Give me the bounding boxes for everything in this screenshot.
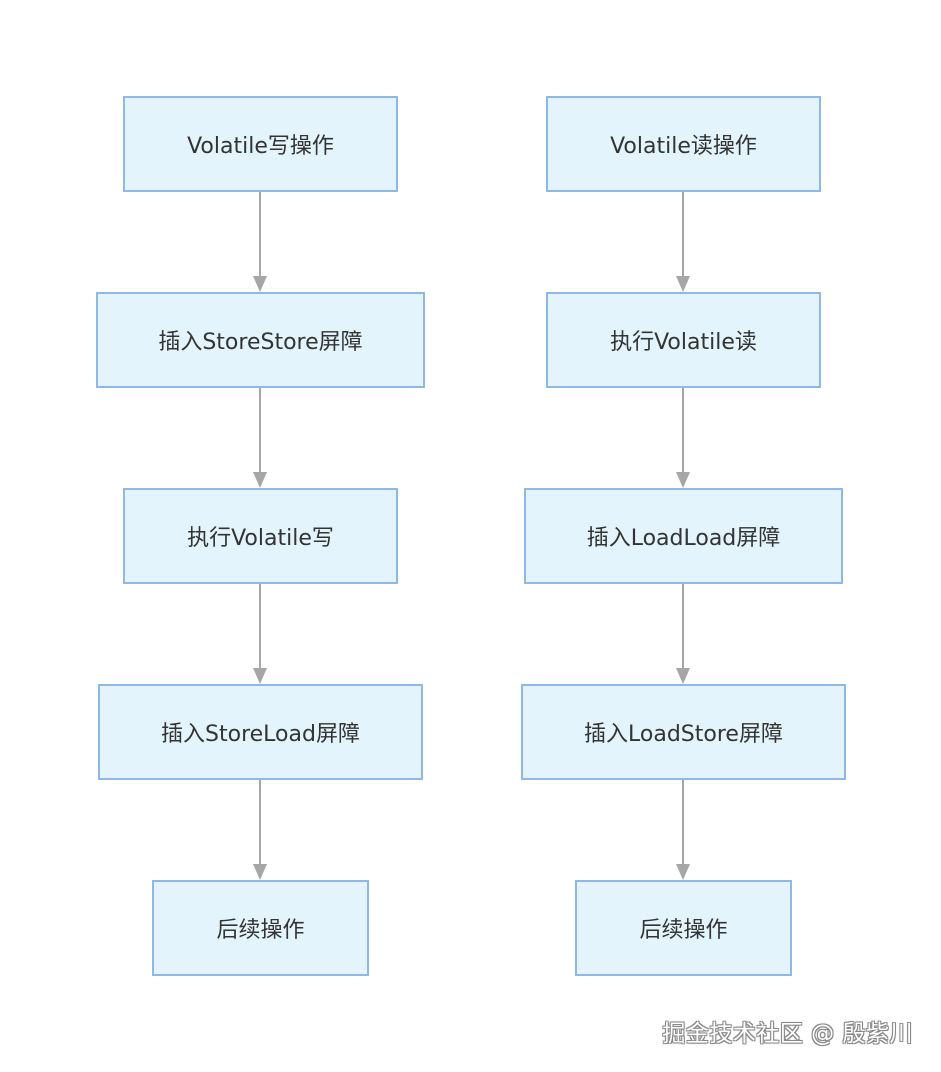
node-insert-storeload-barrier: 插入StoreLoad屏障 [98, 684, 423, 780]
node-execute-volatile-read: 执行Volatile读 [546, 292, 821, 388]
node-label: 插入LoadStore屏障 [584, 722, 783, 747]
edge-left-3-head [253, 668, 267, 684]
node-insert-storestore-barrier: 插入StoreStore屏障 [96, 292, 425, 388]
node-insert-loadstore-barrier: 插入LoadStore屏障 [521, 684, 846, 780]
node-label: 插入LoadLoad屏障 [586, 526, 781, 551]
node-right-subsequent-op: 后续操作 [575, 880, 792, 976]
node-label: 插入StoreStore屏障 [158, 330, 363, 355]
node-execute-volatile-write: 执行Volatile写 [123, 488, 398, 584]
edge-right-1-head [676, 276, 690, 292]
node-left-subsequent-op: 后续操作 [152, 880, 369, 976]
node-label: 执行Volatile读 [610, 330, 757, 355]
node-label: Volatile写操作 [187, 134, 334, 159]
edge-left-4-head [253, 864, 267, 880]
edge-left-2-head [253, 472, 267, 488]
node-insert-loadload-barrier: 插入LoadLoad屏障 [524, 488, 843, 584]
node-label: 后续操作 [639, 918, 728, 943]
node-volatile-write-op: Volatile写操作 [123, 96, 398, 192]
edge-left-1-head [253, 276, 267, 292]
edge-right-3-head [676, 668, 690, 684]
node-label: 执行Volatile写 [187, 526, 334, 551]
watermark: 掘金技术社区 @ 殷紫川 [662, 1021, 913, 1047]
node-volatile-read-op: Volatile读操作 [546, 96, 821, 192]
edge-right-2-head [676, 472, 690, 488]
node-label: 后续操作 [216, 918, 305, 943]
node-label: Volatile读操作 [610, 134, 757, 159]
node-label: 插入StoreLoad屏障 [161, 722, 360, 747]
edge-right-4-head [676, 864, 690, 880]
